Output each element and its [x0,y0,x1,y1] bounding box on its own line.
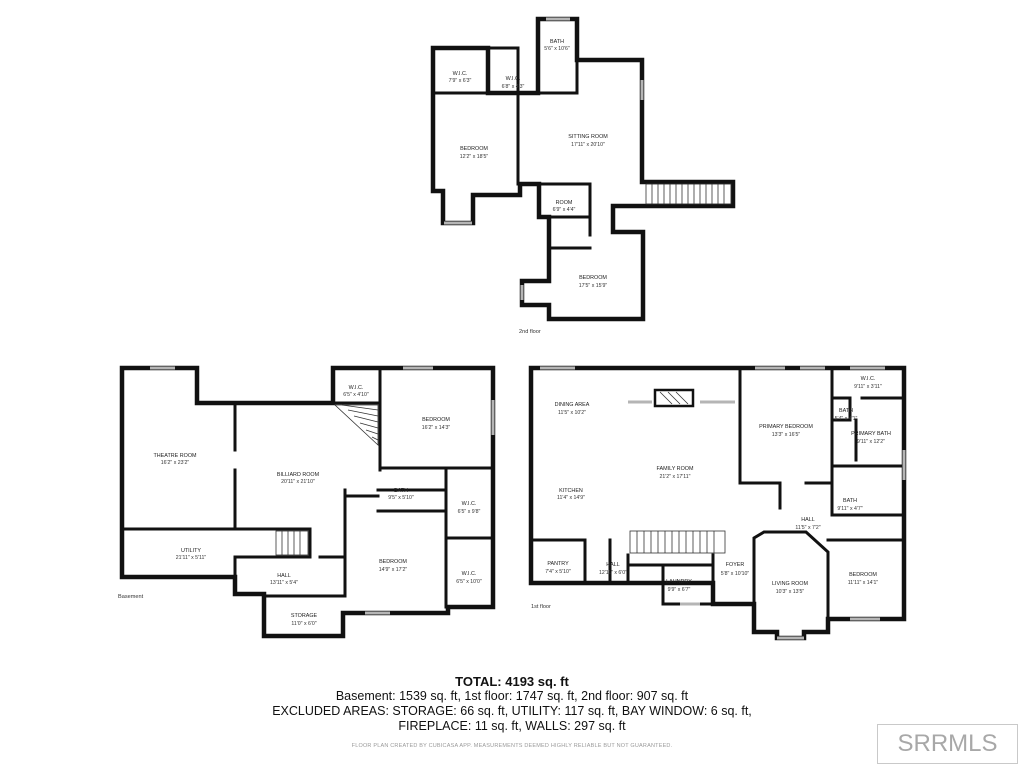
first-laundry-dim: 9'9" x 6'7" [668,587,691,593]
first-floor-outer-wall [528,365,907,641]
first-hall-right-dim: 11'5" x 7'2" [795,525,820,531]
second-floor-wall [431,91,520,186]
second-sitting-name: SITTING ROOM [568,134,608,140]
second-wic2-name: W.I.C. [506,76,521,82]
first-primary-bath-dim: 9'11" x 12'2" [857,439,885,445]
basement-wic3-dim: 6'5" x 10'0" [456,579,482,585]
first-floor-stairs [629,530,726,554]
first-kitchen-name: KITCHEN [559,488,583,494]
basement-label: Basement [118,594,144,600]
second-bedroom1-dim: 12'2" x 18'5" [460,154,489,160]
second-bedroom2-dim: 17'5" x 15'9" [579,283,608,289]
first-bedroom-name: BEDROOM [849,572,877,578]
basement-plan: THEATRE ROOM 16'2" x 23'2" BILLIARD ROOM… [118,365,496,639]
first-family-name: FAMILY ROOM [657,466,694,472]
first-living-name: LIVING ROOM [772,581,808,587]
basement-utility-name: UTILITY [181,548,201,554]
disclaimer: FLOOR PLAN CREATED BY CUBICASA APP. MEAS… [351,743,673,749]
basement-bath-name: BATH [394,488,408,494]
second-room-name: ROOM [556,200,573,206]
first-wic-name: W.I.C. [861,376,876,382]
second-sitting-dim: 17'11" x 20'10" [571,142,605,148]
basement-stairs [275,404,379,556]
basement-outer-wall [119,365,496,639]
first-floor-plan: DINING AREA 11'5" x 10'2" PRIMARY BEDROO… [528,365,907,641]
srrmls-watermark: SRRMLS [877,724,1018,764]
basement-wic-dim: 6'5" x 4'10" [343,392,369,398]
second-floor-plan: BATH 5'6" x 10'6" W.I.C. 7'9" x 6'3" W.I… [430,16,736,335]
basement-storage-name: STORAGE [291,613,318,619]
basement-utility-dim: 21'11" x 5'11" [176,555,207,561]
second-bath-name: BATH [550,39,564,45]
second-bedroom1-name: BEDROOM [460,146,488,152]
first-dining-name: DINING AREA [555,402,590,408]
first-family-dim: 21'2" x 17'11" [660,474,691,480]
excluded-areas-line: EXCLUDED AREAS: STORAGE: 66 sq. ft, UTIL… [272,704,752,718]
first-primary-bedroom-dim: 13'3" x 16'5" [772,432,801,438]
first-laundry-name: LAUNDRY [666,579,692,585]
first-living-dim: 10'3" x 13'5" [776,589,805,595]
first-bedroom-dim: 11'11" x 14'1" [848,580,879,586]
second-wic1-name: W.I.C. [453,71,468,77]
second-wic2-dim: 6'8" x 4'3" [502,84,525,90]
basement-bedroom2-name: BEDROOM [379,559,407,565]
first-bath-small-dim: 5'4" x 4'1" [835,416,858,422]
first-pantry-name: PANTRY [547,561,569,567]
first-hall-left-dim: 12'11" x 6'0" [599,570,627,576]
basement-wic2-dim: 6'5" x 9'8" [458,509,481,515]
basement-billiard-dim: 20'11" x 21'10" [281,479,315,485]
first-hall-left-name: HALL [606,562,620,568]
excluded-areas-line-2: FIREPLACE: 11 sq. ft, WALLS: 297 sq. ft [398,719,626,733]
second-bath-dim: 5'6" x 10'6" [544,46,570,52]
first-bath2-dim: 9'11" x 4'7" [837,506,862,512]
basement-theatre-name: THEATRE ROOM [153,453,197,459]
basement-theatre-dim: 16'2" x 23'2" [161,460,190,466]
first-pantry-dim: 7'4" x 5'10" [545,569,571,575]
basement-hall-name: HALL [277,573,291,579]
first-floor-label: 1st floor [531,604,551,610]
basement-wic2-name: W.I.C. [462,501,477,507]
floor-areas-line: Basement: 1539 sq. ft, 1st floor: 1747 s… [335,689,689,703]
basement-bedroom1-name: BEDROOM [422,417,450,423]
first-bath-small-name: BATH [839,408,853,414]
first-hall-right-name: HALL [801,517,815,523]
second-floor-label: 2nd floor [519,329,541,335]
basement-bedroom1-dim: 16'2" x 14'3" [422,425,451,431]
basement-wic-name: W.I.C. [349,385,364,391]
basement-billiard-name: BILLIARD ROOM [277,472,320,478]
basement-storage-dim: 11'0" x 6'0" [291,621,316,627]
first-primary-bedroom-name: PRIMARY BEDROOM [759,424,813,430]
first-bath2-name: BATH [843,498,857,504]
basement-wic3-name: W.I.C. [462,571,477,577]
basement-bath-dim: 9'5" x 5'10" [388,495,414,501]
first-dining-dim: 11'5" x 10'2" [558,410,586,416]
second-floor-stairs [645,183,732,205]
first-foyer-name: FOYER [726,562,745,568]
second-floor-outer-wall [430,16,736,322]
second-bedroom2-name: BEDROOM [579,275,607,281]
first-wic-dim: 9'11" x 3'11" [854,384,882,390]
total-area: TOTAL: 4193 sq. ft [455,674,569,689]
basement-hall-dim: 13'11" x 5'4" [270,580,298,586]
second-room-dim: 6'9" x 4'4" [553,207,576,213]
basement-bedroom2-dim: 14'9" x 17'2" [379,567,408,573]
first-primary-bath-name: PRIMARY BATH [851,431,891,437]
first-foyer-dim: 5'8" x 10'10" [721,571,750,577]
second-wic1-dim: 7'9" x 6'3" [449,78,472,84]
first-kitchen-dim: 11'4" x 14'9" [557,495,585,501]
